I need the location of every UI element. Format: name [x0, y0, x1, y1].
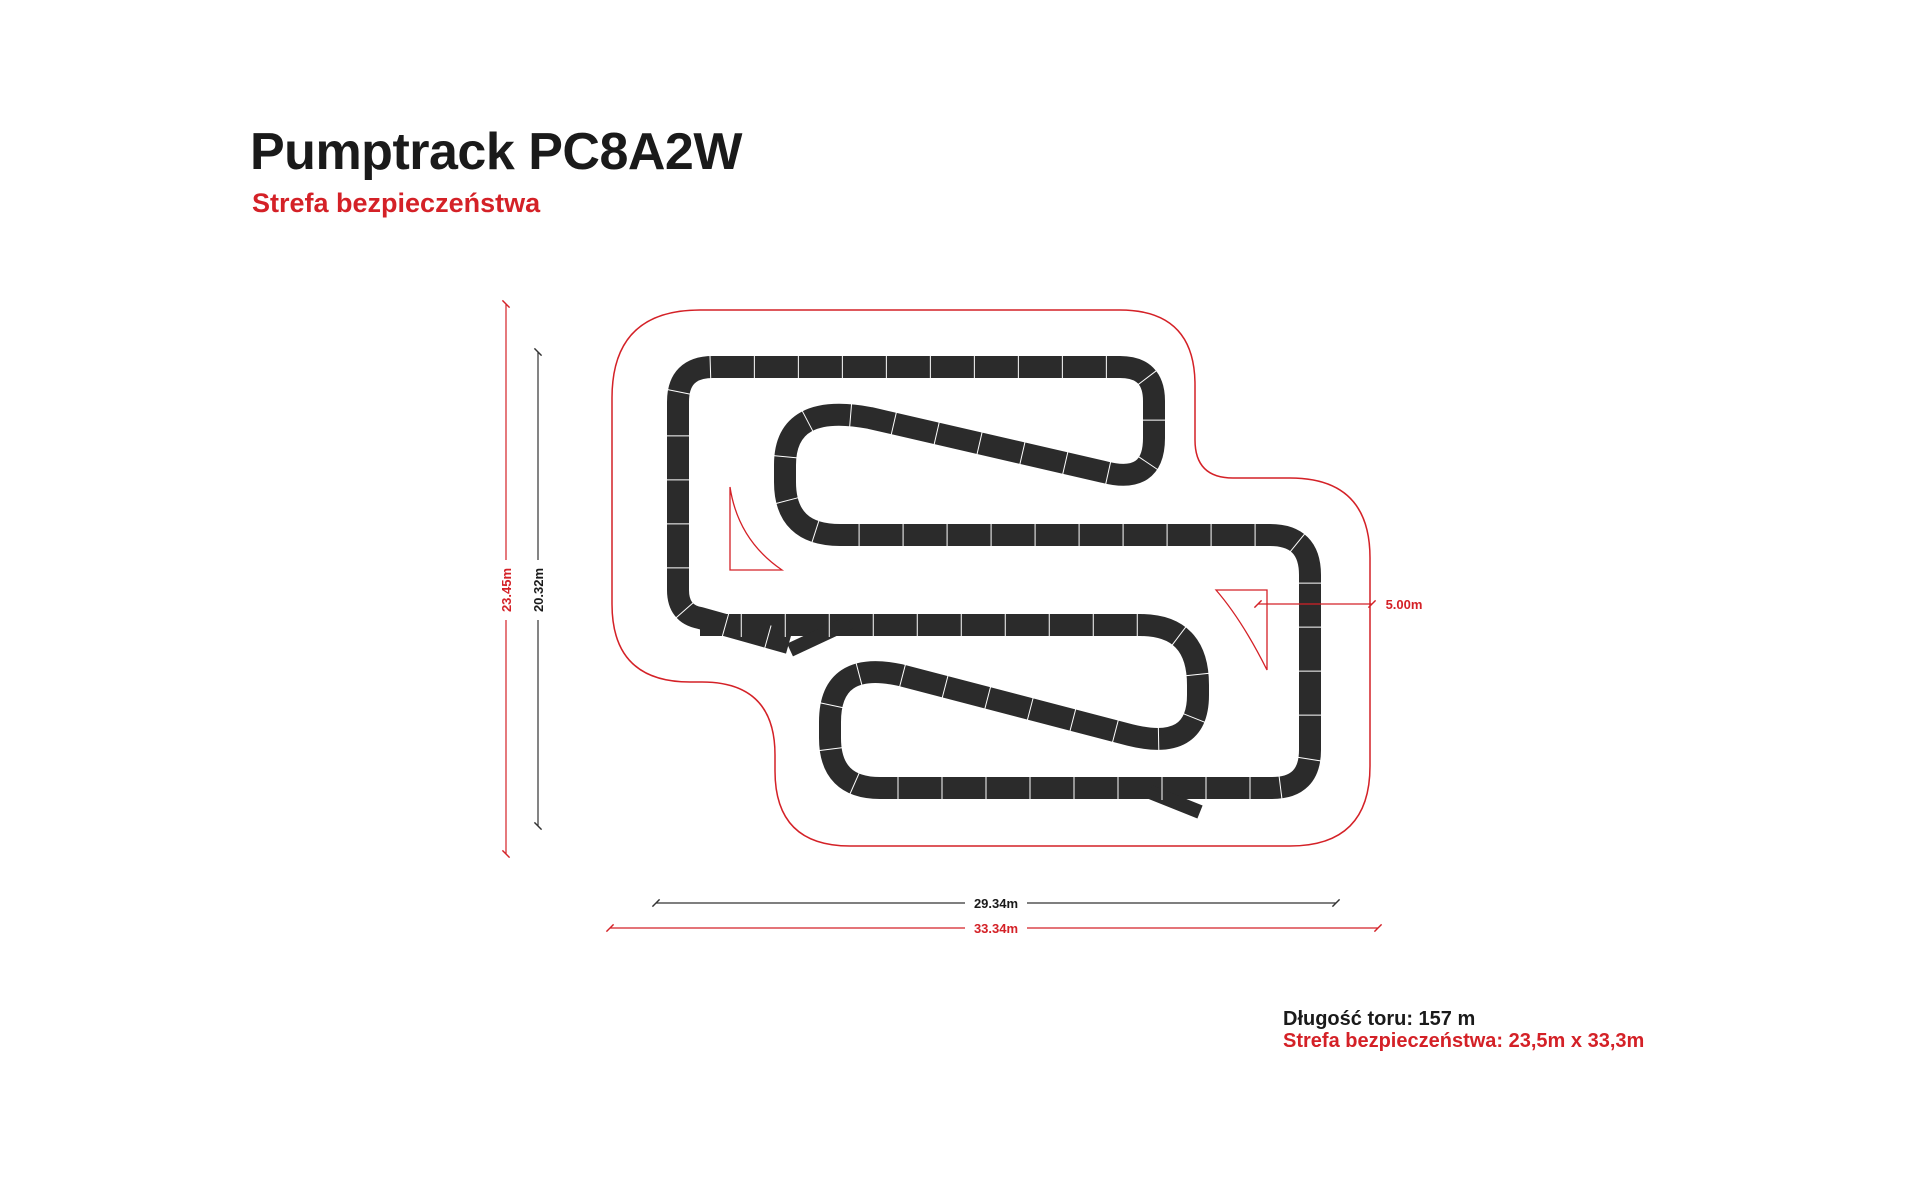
- track-segment-divider: [1062, 451, 1069, 475]
- track-segment-divider: [775, 497, 799, 505]
- track-segment-divider: [1185, 672, 1210, 677]
- track-segment-divider: [764, 625, 772, 649]
- track-segment-divider: [1171, 626, 1187, 646]
- track-segment-divider: [675, 601, 694, 619]
- track-segment-divider: [1026, 697, 1034, 721]
- track-segment-divider: [1019, 441, 1026, 465]
- track-segment-divider: [855, 662, 863, 686]
- dimension-outer-width: 33.34m: [605, 920, 1383, 936]
- track-length-text: Długość toru: 157 m: [1283, 1008, 1476, 1030]
- track-segment-divider: [666, 389, 691, 395]
- page-title: Pumptrack PC8A2W: [250, 123, 742, 181]
- track-segment-divider: [941, 675, 949, 699]
- dimension-outer-width-label: 33.34m: [974, 921, 1018, 936]
- track-segment-divider: [1297, 756, 1322, 762]
- track-segment-divider: [709, 355, 712, 380]
- track-segment-divider: [819, 702, 844, 709]
- track-segment-divider: [1137, 456, 1159, 471]
- track-segment-divider: [1278, 775, 1283, 800]
- pumptrack-branch-end: [1147, 785, 1203, 819]
- track-segment-divider: [721, 613, 730, 637]
- track-segment-divider: [811, 519, 820, 544]
- track-segment-divider: [976, 431, 983, 456]
- safety-zone-text: Strefa bezpieczeństwa: 23,5m x 33,3m: [1283, 1030, 1645, 1052]
- dimension-inner-width: 29.34m: [651, 895, 1341, 911]
- track-segment-divider: [849, 772, 860, 795]
- dimension-offset-label: 5.00m: [1386, 597, 1423, 612]
- track-segment-divider: [1111, 719, 1119, 743]
- track-segment-divider: [818, 747, 843, 752]
- track-segment-divider: [899, 663, 907, 688]
- dimension-inner-height-label: 20.32m: [531, 568, 546, 612]
- track-segment-dividers: [666, 355, 1322, 801]
- track-segment-divider: [801, 410, 814, 432]
- dimension-inner-height: 20.32m: [529, 347, 547, 831]
- track-segment-divider: [1289, 533, 1306, 553]
- pumptrack-path-upper: [667, 356, 1321, 799]
- track-segment-divider: [933, 421, 940, 446]
- dimension-outer-height-label: 23.45m: [499, 568, 514, 612]
- dimension-inner-width-label: 29.34m: [974, 896, 1018, 911]
- track-segment-divider: [1105, 461, 1112, 485]
- dimension-outer-height: 23.45m: [497, 299, 515, 859]
- track-segment-divider: [849, 403, 853, 428]
- track-segment-divider: [1137, 369, 1158, 386]
- track-segment-divider: [890, 411, 897, 436]
- pumptrack-path-lower: [700, 614, 1272, 799]
- track-segment-divider: [1069, 708, 1077, 732]
- pumptrack-branch-start: [787, 615, 853, 657]
- safety-zone-outline: [611, 309, 1371, 847]
- safety-wedge-right: [1214, 589, 1268, 671]
- page-subtitle: Strefa bezpieczeństwa: [252, 188, 541, 218]
- safety-wedge-left: [729, 486, 785, 571]
- track-segment-divider: [773, 455, 798, 459]
- track-info: Długość toru: 157 m Strefa bezpieczeństw…: [1283, 1008, 1644, 1052]
- dimension-offset: 5.00m: [1253, 597, 1423, 612]
- track-segment-divider: [1182, 713, 1206, 723]
- track-segment-divider: [984, 686, 992, 710]
